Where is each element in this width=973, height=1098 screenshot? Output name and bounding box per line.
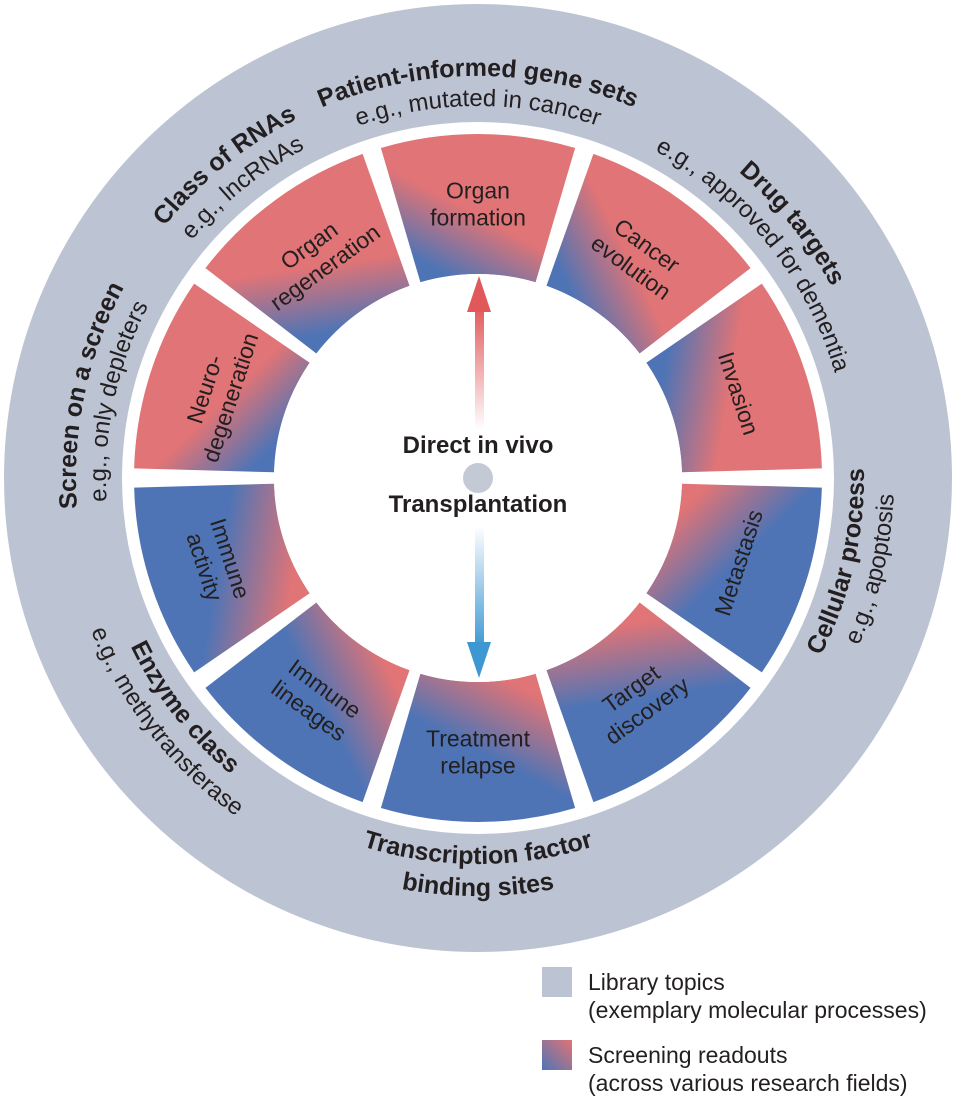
- center-top-label: Direct in vivo: [403, 432, 554, 459]
- center-dot: [463, 463, 493, 493]
- readout-label-line: Organ: [446, 178, 510, 204]
- readout-segment: [546, 153, 751, 354]
- legend-library-topics-line2: (exemplary molecular processes): [588, 997, 927, 1023]
- arrow-down-shaft: [475, 526, 484, 648]
- readout-label-line: formation: [430, 205, 526, 231]
- center-arrows: Direct in vivo Transplantation: [389, 276, 568, 678]
- legend: Library topics (exemplary molecular proc…: [542, 967, 927, 1096]
- readout-segment: [205, 602, 410, 803]
- readout-segment: [134, 483, 310, 673]
- readout-segment: [546, 602, 751, 803]
- readout-segment: [380, 133, 576, 283]
- readout-segment: [134, 283, 310, 473]
- legend-library-topics-line1: Library topics: [588, 969, 725, 995]
- readout-label-line: relapse: [440, 753, 515, 779]
- readout-label-line: Treatment: [426, 726, 531, 752]
- legend-swatch-library-topics: [542, 967, 572, 997]
- center-bottom-label: Transplantation: [389, 491, 568, 518]
- arrow-up-shaft: [475, 306, 484, 430]
- legend-swatch-screening-readouts: [542, 1040, 572, 1070]
- legend-screening-readouts-line1: Screening readouts: [588, 1042, 787, 1068]
- readout-segment: [205, 153, 410, 354]
- arrow-up-head: [467, 276, 491, 312]
- readout-segment: [646, 283, 822, 473]
- arrow-down-head: [467, 642, 491, 678]
- readout-segment: [646, 483, 822, 673]
- legend-screening-readouts-line2: (across various research fields): [588, 1070, 908, 1096]
- readout-segment: [380, 673, 576, 822]
- screening-readouts-ring: [134, 133, 822, 822]
